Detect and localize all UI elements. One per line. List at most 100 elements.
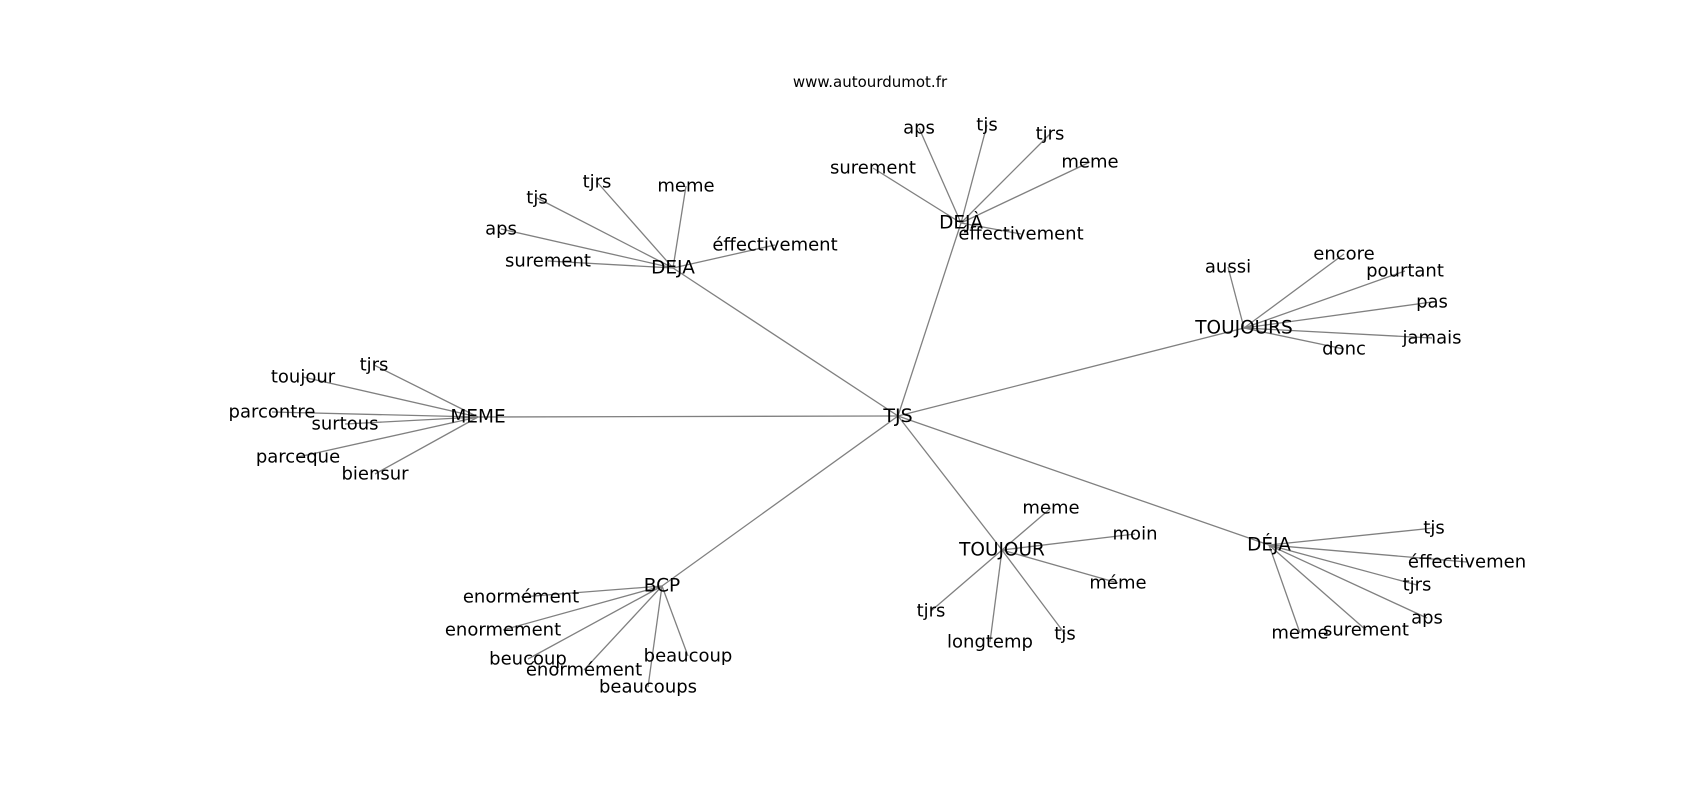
edge-center-to-meme bbox=[477, 415, 899, 418]
edge-deja3-to-deja3-aps bbox=[1268, 544, 1428, 619]
edge-deja2-to-deja2-effectivement bbox=[960, 222, 1022, 235]
edge-toujours-to-toujours-encore bbox=[1243, 253, 1345, 329]
node-hub-deja: DEJA bbox=[651, 258, 695, 279]
edge-toujours-to-toujours-pas bbox=[1243, 301, 1433, 329]
node-leaf-bcp-beaucoup: beaucoup bbox=[644, 646, 733, 667]
edge-toujour-to-toujour-tjs bbox=[1001, 549, 1066, 635]
node-leaf-bcp-beucoup: beucoup bbox=[489, 649, 567, 670]
edge-deja2-to-deja2-tjs bbox=[960, 124, 988, 224]
node-leaf-bcp-enormement: enormement bbox=[445, 620, 561, 641]
source-caption: www.autourdumot.fr bbox=[793, 73, 948, 91]
edge-deja3-to-deja3-effectivemen bbox=[1268, 544, 1468, 563]
node-leaf-meme-biensur: biensur bbox=[341, 464, 409, 485]
node-leaf-deja-surement: surement bbox=[505, 251, 591, 272]
node-hub-deja2: DEJÀ bbox=[939, 212, 983, 234]
node-leaf-toujour-tjrs: tjrs bbox=[917, 601, 946, 622]
edge-meme-to-meme-tjrs bbox=[373, 364, 479, 418]
node-leaf-meme-tjrs: tjrs bbox=[360, 355, 389, 376]
node-leaf-toujours-donc: donc bbox=[1322, 339, 1366, 360]
node-leaf-deja2-surement: surement bbox=[830, 158, 916, 179]
edge-deja2-to-deja2-meme bbox=[960, 161, 1091, 224]
edge-center-to-deja2 bbox=[897, 222, 962, 417]
edge-deja-to-deja-tjs bbox=[536, 197, 674, 269]
edge-meme-to-meme-parceque bbox=[297, 416, 479, 458]
node-leaf-meme-toujour: toujour bbox=[271, 367, 336, 388]
edge-toujours-to-toujours-pourtant bbox=[1243, 270, 1406, 329]
node-leaf-toujours-pas: pas bbox=[1416, 292, 1448, 313]
node-leaf-deja-tjrs: tjrs bbox=[583, 172, 612, 193]
node-leaf-bcp-beaucoups: beaucoups bbox=[599, 677, 697, 698]
node-layer: TJS DEJA tjs tjrs meme aps éffectivement sureme… bbox=[229, 115, 1527, 698]
edge-toujour-to-toujour-meme-acc bbox=[1001, 549, 1119, 584]
node-center-tjs: TJS bbox=[882, 405, 912, 427]
node-leaf-meme-parcontre: parcontre bbox=[229, 402, 316, 423]
node-leaf-toujour-moin: moin bbox=[1113, 524, 1158, 545]
node-leaf-toujours-encore: encore bbox=[1313, 244, 1374, 265]
edge-deja3-to-deja3-tjrs bbox=[1268, 544, 1418, 586]
node-hub-toujours: TOUJOURS bbox=[1194, 318, 1293, 339]
node-leaf-toujour-longtemp: longtemp bbox=[947, 632, 1033, 653]
node-leaf-deja3-meme: meme bbox=[1271, 623, 1328, 644]
node-leaf-meme-parceque: parceque bbox=[256, 447, 340, 468]
edge-deja-to-deja-surement bbox=[547, 260, 674, 269]
edge-meme-to-meme-surtous bbox=[344, 416, 479, 425]
edge-toujour-to-toujour-longtemp bbox=[989, 549, 1003, 643]
edge-deja-to-deja-aps bbox=[500, 228, 674, 269]
node-leaf-deja-tjs: tjs bbox=[526, 188, 547, 209]
node-leaf-toujour-meme: meme bbox=[1022, 498, 1079, 519]
edge-toujours-to-toujours-jamais bbox=[1243, 327, 1433, 339]
node-leaf-toujour-meme-acc: méme bbox=[1089, 573, 1146, 594]
node-leaf-toujours-aussi: aussi bbox=[1205, 257, 1251, 278]
node-leaf-deja3-tjrs: tjrs bbox=[1403, 575, 1432, 596]
node-hub-meme: MEME bbox=[450, 407, 505, 428]
node-leaf-toujours-jamais: jamais bbox=[1402, 328, 1462, 349]
node-leaf-toujour-tjs: tjs bbox=[1054, 624, 1075, 645]
edge-center-to-deja3 bbox=[897, 415, 1270, 546]
node-hub-bcp: BCP bbox=[644, 576, 680, 597]
edge-deja3-to-deja3-surement bbox=[1268, 544, 1367, 631]
node-leaf-toujours-pourtant: pourtant bbox=[1366, 261, 1444, 282]
edge-toujours-to-toujours-donc bbox=[1243, 327, 1345, 350]
edge-center-to-toujour bbox=[897, 415, 1003, 551]
edge-bcp-to-bcp-enormement-acc2 bbox=[583, 585, 663, 671]
node-leaf-deja3-aps: aps bbox=[1411, 608, 1443, 629]
node-leaf-deja3-tjs: tjs bbox=[1423, 518, 1444, 539]
node-leaf-deja2-tjs: tjs bbox=[976, 115, 997, 136]
node-leaf-deja2-meme: meme bbox=[1061, 152, 1118, 173]
edge-bcp-to-bcp-beucoup bbox=[527, 585, 663, 660]
edge-deja-to-deja-meme bbox=[672, 185, 687, 269]
node-leaf-deja2-effectivement: éffectivement bbox=[958, 224, 1083, 245]
node-leaf-deja-effectivement: éffectivement bbox=[712, 235, 837, 256]
edge-deja3-to-deja3-meme bbox=[1268, 544, 1301, 634]
edge-bcp-to-bcp-enormement-acc bbox=[520, 585, 663, 598]
edge-bcp-to-bcp-beaucoups bbox=[647, 585, 663, 688]
edge-bcp-to-bcp-enormement bbox=[502, 585, 663, 631]
node-leaf-bcp-enormement-acc2: énormément bbox=[526, 660, 642, 681]
edge-toujour-to-toujour-tjrs bbox=[930, 549, 1003, 612]
node-hub-deja3: DÉJA bbox=[1247, 534, 1291, 556]
edge-toujour-to-toujour-moin bbox=[1001, 533, 1136, 551]
node-leaf-deja2-aps: aps bbox=[903, 118, 935, 139]
node-leaf-deja3-effectivemen: éffectivemen bbox=[1408, 552, 1526, 573]
edge-deja2-to-deja2-tjrs bbox=[960, 133, 1051, 224]
node-leaf-deja2-tjrs: tjrs bbox=[1036, 124, 1065, 145]
edge-bcp-to-bcp-beaucoup bbox=[661, 585, 689, 657]
edge-center-to-deja bbox=[672, 267, 899, 417]
edge-meme-to-meme-biensur bbox=[374, 416, 479, 475]
edge-meme-to-meme-parcontre bbox=[271, 411, 479, 418]
edge-deja2-to-deja2-aps bbox=[918, 127, 962, 224]
edge-deja2-to-deja2-surement bbox=[872, 167, 962, 224]
node-leaf-deja3-surement: surement bbox=[1323, 620, 1409, 641]
edge-deja3-to-deja3-tjs bbox=[1268, 527, 1435, 546]
edge-layer bbox=[271, 124, 1468, 688]
node-leaf-deja-aps: aps bbox=[485, 219, 517, 240]
node-leaf-bcp-enormement-acc: enormément bbox=[463, 587, 579, 608]
node-hub-toujour: TOUJOUR bbox=[958, 540, 1045, 561]
edge-deja-to-deja-tjrs bbox=[596, 181, 674, 269]
node-leaf-meme-surtous: surtous bbox=[311, 414, 378, 435]
edge-meme-to-meme-toujour bbox=[302, 376, 479, 418]
edge-toujour-to-toujour-meme bbox=[1001, 507, 1052, 551]
edge-center-to-toujours bbox=[897, 327, 1245, 417]
edge-center-to-bcp bbox=[661, 415, 899, 587]
